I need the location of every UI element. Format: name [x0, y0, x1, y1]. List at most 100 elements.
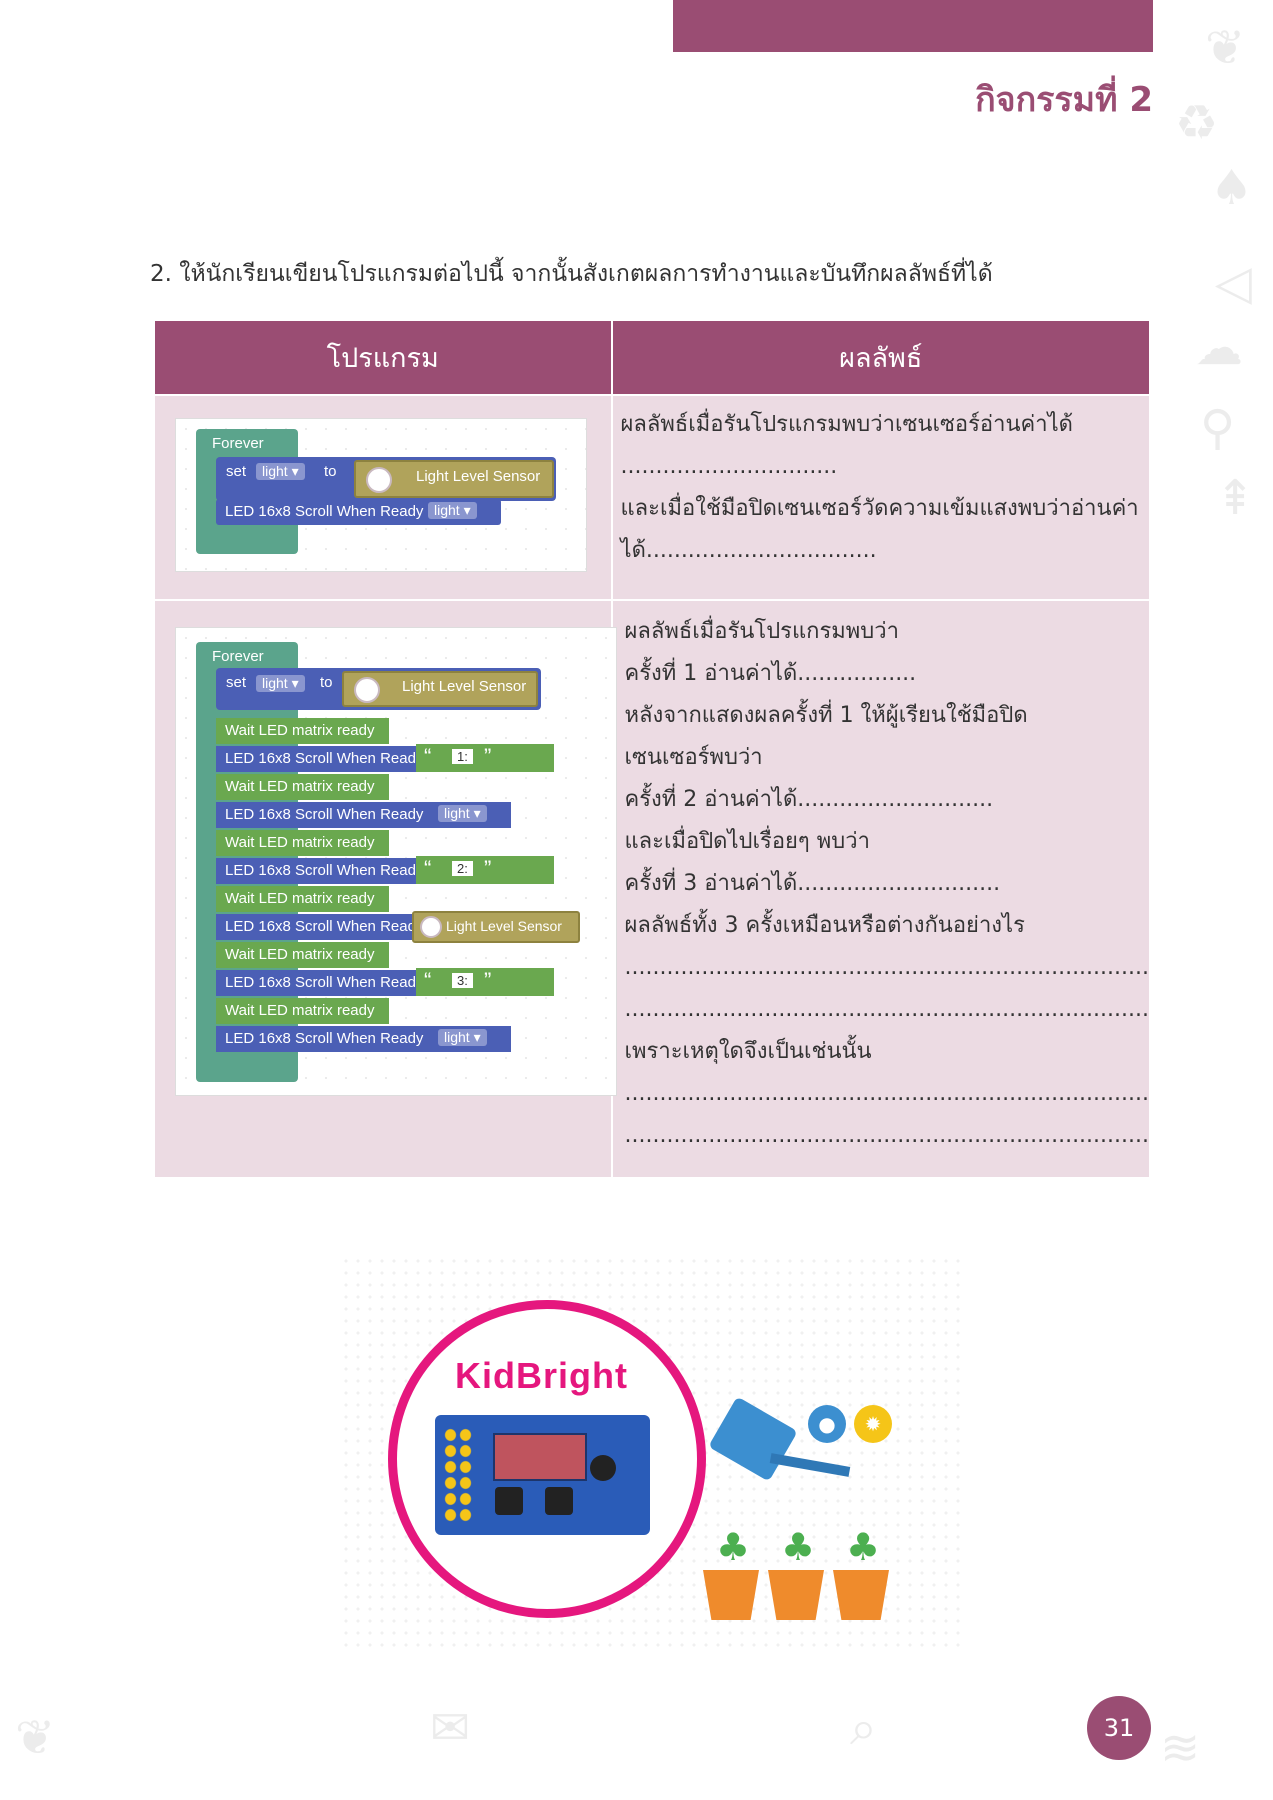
light-sensor-block: Light Level Sensor [412, 911, 580, 943]
answer-line[interactable]: ครั้งที่ 3 อ่านค่าได้...................… [624, 871, 1001, 896]
button-1 [495, 1487, 523, 1515]
led-scroll-label: LED 16x8 Scroll When Ready [225, 918, 424, 935]
answer-blank[interactable]: ........................................… [624, 1081, 1150, 1106]
led-scroll-label: LED 16x8 Scroll When Ready [225, 974, 424, 991]
led-scroll-block: LED 16x8 Scroll When Ready light ▾ [216, 499, 501, 525]
sensor-icon [354, 677, 380, 703]
program-cell-2: Forever set light ▾ to Light Level Senso… [153, 599, 617, 1179]
leaf-icon: ♠ [1210, 160, 1254, 216]
activity-title: กิจกรรมที่ 2 [975, 80, 1153, 120]
tree-icon: ❦ [1205, 20, 1246, 76]
wait-label: Wait LED matrix ready [225, 890, 375, 907]
led-scroll-label: LED 16x8 Scroll When Ready [225, 862, 424, 879]
kidbright-board [435, 1415, 650, 1535]
light-sensor-block: Light Level Sensor [342, 671, 538, 707]
answer-blank[interactable]: ........................................… [624, 997, 1150, 1022]
set-label: set [226, 463, 247, 480]
pin-icon: ⚲ [1200, 400, 1236, 456]
leaf-bottom-icon: ❦ [15, 1710, 56, 1766]
string-value[interactable]: 3: [452, 973, 473, 988]
led-scroll-label: LED 16x8 Scroll When Ready [225, 1030, 424, 1047]
wait-block: Wait LED matrix ready [216, 886, 389, 912]
watering-can [708, 1396, 798, 1482]
header-bar [673, 0, 1153, 52]
led-scroll-block: LED 16x8 Scroll When Ready light ▾ [216, 1026, 511, 1052]
result-line: ผลลัพธ์เมื่อรันโปรแกรมพบว่าเซนเซอร์อ่านค… [620, 412, 1073, 437]
recycle-icon: ♻ [1175, 95, 1219, 151]
result-line: และเมื่อปิดไปเรื่อยๆ พบว่า [624, 829, 870, 854]
to-label: to [320, 674, 333, 691]
string-value[interactable]: 2: [452, 861, 473, 876]
wait-block: Wait LED matrix ready [216, 718, 389, 744]
wait-block: Wait LED matrix ready [216, 998, 389, 1024]
plant-pot-1 [703, 1570, 759, 1620]
answer-line[interactable]: ครั้งที่ 1 อ่านค่าได้................. [624, 661, 917, 686]
variable-dropdown[interactable]: light ▾ [428, 502, 477, 519]
set-label: set [226, 674, 247, 691]
variable-dropdown[interactable]: light ▾ [256, 675, 305, 692]
wait-block: Wait LED matrix ready [216, 942, 389, 968]
result-line: ผลลัพธ์ทั้ง 3 ครั้งเหมือนหรือต่างกันอย่า… [624, 913, 1025, 938]
answer-blank[interactable]: ........................................… [624, 1123, 1150, 1148]
answer-line[interactable]: ครั้งที่ 2 อ่านค่าได้...................… [624, 787, 994, 812]
led-scroll-block: LED 16x8 Scroll When Ready “ 2: ” [216, 856, 554, 884]
answer-blank[interactable]: ............................... [620, 454, 838, 479]
set-block: set light ▾ to Light Level Sensor [216, 457, 556, 501]
led-scroll-block: LED 16x8 Scroll When Ready Light Level S… [216, 911, 580, 943]
result-header: ผลลัพธ์ [610, 319, 1151, 396]
sensor-icon [420, 916, 442, 938]
sensor-label: Light Level Sensor [416, 468, 541, 485]
plant-pot-2 [768, 1570, 824, 1620]
wait-block: Wait LED matrix ready [216, 830, 389, 856]
variable-dropdown[interactable]: light ▾ [256, 463, 305, 480]
search-icon: ⌕ [850, 1700, 877, 1756]
led-scroll-block: LED 16x8 Scroll When Ready light ▾ [216, 802, 511, 828]
wait-label: Wait LED matrix ready [225, 1002, 375, 1019]
string-block: “ 3: ” [416, 968, 554, 996]
program-header: โปรแกรม [153, 319, 613, 396]
plant-pot-3 [833, 1570, 889, 1620]
lightbulb-icon: ✹ [854, 1405, 892, 1443]
quote-open: “ [424, 856, 432, 881]
kidbright-logo: KidBright [455, 1355, 628, 1396]
program-cell-1: Forever set light ▾ to Light Level Senso… [153, 394, 613, 601]
result-line: และเมื่อใช้มือปิดเซนเซอร์วัดความเข้มแสงพ… [620, 496, 1139, 521]
block-canvas-2: Forever set light ▾ to Light Level Senso… [175, 627, 617, 1096]
wait-block: Wait LED matrix ready [216, 774, 389, 800]
sensor-icon [366, 467, 392, 493]
answer-blank[interactable]: ........................................… [624, 955, 1150, 980]
forever-label: Forever [212, 435, 264, 452]
wait-label: Wait LED matrix ready [225, 722, 375, 739]
variable-dropdown[interactable]: light ▾ [438, 805, 487, 822]
wifi-icon: ≋ [1160, 1720, 1201, 1776]
led-scroll-label: LED 16x8 Scroll When Ready [225, 503, 424, 520]
sensor-label: Light Level Sensor [402, 678, 527, 695]
io-pins [443, 1427, 473, 1523]
result-cell-2: ผลลัพธ์เมื่อรันโปรแกรมพบว่า ครั้งที่ 1 อ… [610, 599, 1151, 1179]
button-2 [545, 1487, 573, 1515]
water-drop-icon: ● [808, 1405, 846, 1443]
quote-close: ” [484, 968, 492, 993]
sprout-icon: ♣ [781, 1525, 816, 1569]
result-line: เพราะเหตุใดจึงเป็นเช่นนั้น [624, 1039, 872, 1064]
set-block: set light ▾ to Light Level Sensor [216, 668, 541, 710]
question-text: 2. ให้นักเรียนเขียนโปรแกรมต่อไปนี้ จากนั… [150, 261, 993, 287]
block-canvas-1: Forever set light ▾ to Light Level Senso… [175, 418, 587, 572]
led-scroll-label: LED 16x8 Scroll When Ready [225, 750, 424, 767]
quote-open: “ [424, 744, 432, 769]
buzzer [590, 1455, 616, 1481]
forever-label: Forever [212, 648, 264, 665]
sprout-icon: ♣ [716, 1525, 751, 1569]
quote-close: ” [484, 744, 492, 769]
led-matrix [493, 1433, 587, 1481]
sprout-icon: ♣ [846, 1525, 881, 1569]
to-label: to [324, 463, 337, 480]
light-sensor-block: Light Level Sensor [354, 460, 554, 498]
sensor-label: Light Level Sensor [446, 918, 562, 934]
string-value[interactable]: 1: [452, 749, 473, 764]
answer-blank[interactable]: ได้................................. [620, 538, 877, 563]
led-scroll-label: LED 16x8 Scroll When Ready [225, 806, 424, 823]
speaker-icon: ◁ [1215, 255, 1252, 311]
result-cell-1: ผลลัพธ์เมื่อรันโปรแกรมพบว่าเซนเซอร์อ่านค… [610, 394, 1151, 601]
variable-dropdown[interactable]: light ▾ [438, 1029, 487, 1046]
